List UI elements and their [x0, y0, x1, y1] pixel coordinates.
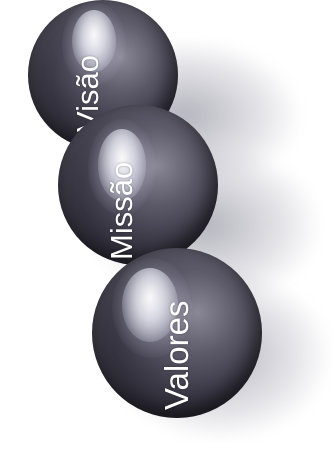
label-valores: Valores: [160, 301, 193, 410]
label-missao: Missão: [106, 162, 137, 260]
